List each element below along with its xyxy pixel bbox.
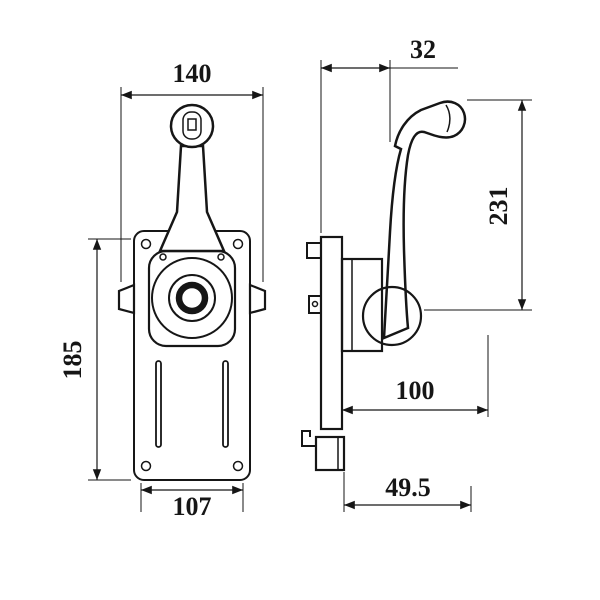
mounting-ear-left — [117, 283, 136, 315]
bracket-offset-dimension: 49.5 — [343, 472, 472, 512]
flange-clip-top — [306, 242, 322, 259]
hub-plate — [147, 249, 237, 348]
control-lever-side — [382, 100, 467, 340]
front-height-dimension-label: 185 — [58, 341, 87, 380]
body-slot-right — [222, 360, 229, 448]
lever-shaft-front — [158, 144, 226, 253]
lever-pivot-boss — [361, 285, 423, 347]
hub-outer-circle — [151, 257, 233, 339]
screw-top-right — [232, 238, 244, 250]
flange-clip-middle — [308, 295, 322, 314]
side-view — [301, 100, 467, 472]
front-width-dimension-label: 140 — [173, 59, 212, 88]
hub-screw-right — [217, 253, 225, 261]
screw-bottom-right — [232, 460, 244, 472]
mounting-flange-side — [319, 235, 344, 431]
knob-button — [187, 118, 197, 131]
panel-offset-dimension-label: 32 — [410, 35, 436, 64]
hub-center-ring — [175, 281, 209, 315]
cable-bracket — [314, 435, 346, 472]
housing-depth-dimension: 100 — [341, 335, 489, 417]
front-width-dimension: 140 — [120, 59, 264, 282]
screw-top-left — [140, 238, 152, 250]
front-view — [117, 103, 267, 481]
screw-bottom-left — [140, 460, 152, 472]
lever-height-dimension: 231 — [424, 99, 532, 311]
front-base-width-dimension: 107 — [140, 483, 244, 521]
knob-button-outline — [182, 111, 202, 140]
hub-screw-left — [159, 253, 167, 261]
hub-middle-circle — [168, 274, 216, 322]
lever-height-dimension-label: 231 — [484, 187, 513, 226]
flange-clip-screw — [311, 300, 319, 308]
housing-side — [340, 257, 384, 353]
body-slot-left — [155, 360, 162, 448]
panel-offset-dimension: 32 — [320, 35, 458, 233]
housing-depth-dimension-label: 100 — [396, 376, 435, 405]
front-base-width-dimension-label: 107 — [173, 492, 212, 521]
bracket-offset-dimension-label: 49.5 — [385, 473, 431, 502]
lever-knob-front — [169, 103, 215, 149]
handle-grip-line — [445, 104, 451, 133]
front-height-dimension: 185 — [58, 238, 131, 481]
cable-bracket-hook — [301, 430, 316, 447]
mounting-ear-right — [248, 283, 267, 315]
